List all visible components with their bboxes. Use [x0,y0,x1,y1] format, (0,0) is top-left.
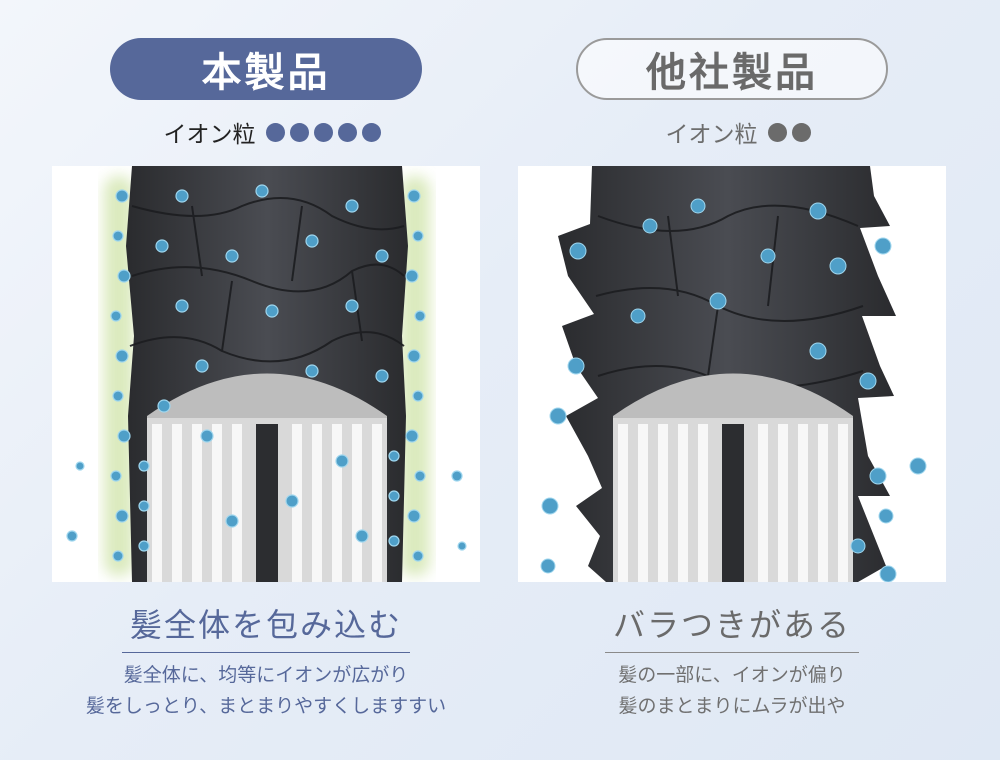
our-description-line-1: 髪全体に、均等にイオンが広がり [123,664,409,686]
ion-dot [265,122,285,142]
our-description: 髪全体に、均等にイオンが広がり 髪をしっとり、まとまりやすくしますすい [52,660,480,722]
our-description-line-2: 髪をしっとり、まとまりやすくしますすい [85,695,447,717]
our-ion-dots [265,122,381,142]
other-ion-rating: イオン粒 [518,116,958,148]
other-ion-dots [767,122,811,142]
other-description-line-1: 髪の一部に、イオンが偏り [618,664,846,686]
our-hair-illustration [52,166,480,582]
other-hair-illustration [518,166,946,582]
other-description-line-2: 髪のまとまりにムラが出や [618,695,846,717]
our-product-column: 本製品 イオン粒 [52,0,492,760]
ion-dot [289,122,309,142]
other-description: 髪の一部に、イオンが偏り 髪のまとまりにムラが出や [518,660,946,722]
other-ion-label: イオン粒 [665,122,758,148]
other-product-label: 他社製品 [576,38,888,100]
ion-dot [337,122,357,142]
other-product-column: 他社製品 イオン粒 [518,0,958,760]
other-headline: バラつきがある [518,600,946,653]
our-ion-label: イオン粒 [163,122,256,148]
ion-dot [767,122,787,142]
ion-dot [361,122,381,142]
ion-dot [313,122,333,142]
our-product-label: 本製品 [110,38,422,100]
ion-dot [791,122,811,142]
our-headline: 髪全体を包み込む [52,600,480,653]
our-ion-rating: イオン粒 [52,116,492,148]
